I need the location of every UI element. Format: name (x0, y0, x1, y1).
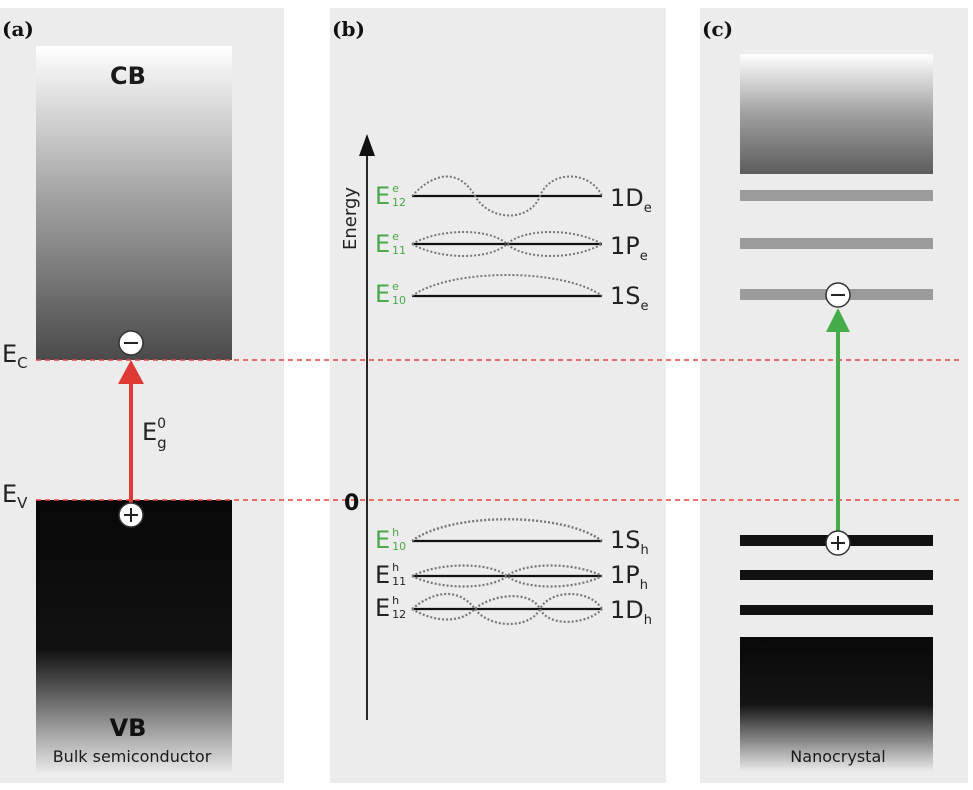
transition-arrow-head (826, 308, 850, 332)
valence-band (36, 500, 232, 772)
cb-label: CB (110, 62, 146, 90)
hole-icon-c (825, 530, 851, 556)
electron-level-1s (411, 274, 603, 298)
electron-icon-c (825, 282, 851, 308)
hole-level-1s (411, 518, 603, 543)
state-1ph-label: 1Ph (610, 561, 648, 593)
bulk-caption: Bulk semiconductor (53, 747, 212, 766)
zero-label: 0 (344, 491, 359, 516)
electron-level-1p (411, 231, 603, 257)
energy-axis-label: Energy (340, 187, 361, 250)
electron-icon-a (118, 330, 144, 356)
panel-c-label: (c) (702, 17, 733, 41)
state-1sh-label: 1Sh (610, 526, 649, 558)
hole-level-1d (411, 592, 603, 626)
nanocrystal-electron-level-3 (740, 190, 933, 201)
nanocrystal-conduction-band (740, 54, 933, 174)
conduction-band (36, 46, 232, 360)
state-1dh-label: 1Dh (610, 596, 652, 628)
panel-a-label: (a) (2, 17, 34, 41)
nanocrystal-valence-band (740, 637, 933, 772)
energy-axis-arrow (359, 134, 375, 156)
hole-icon-a (118, 502, 144, 528)
panel-b-background (330, 8, 666, 783)
panel-b-label: (b) (332, 17, 365, 41)
state-1pe-label: 1Pe (610, 232, 648, 264)
electron-level-1d (411, 175, 603, 217)
state-1se-label: 1Se (610, 282, 649, 314)
nanocrystal-caption: Nanocrystal (790, 747, 885, 766)
nanocrystal-hole-level-3 (740, 605, 933, 615)
vb-label: VB (110, 714, 147, 742)
nanocrystal-hole-level-2 (740, 570, 933, 580)
nanocrystal-electron-level-2 (740, 238, 933, 249)
bandgap-arrow-head (118, 360, 144, 384)
hole-level-1p (411, 564, 603, 588)
ec-label: EC (2, 340, 28, 372)
state-1de-label: 1De (610, 184, 652, 216)
ev-label: EV (2, 480, 28, 512)
